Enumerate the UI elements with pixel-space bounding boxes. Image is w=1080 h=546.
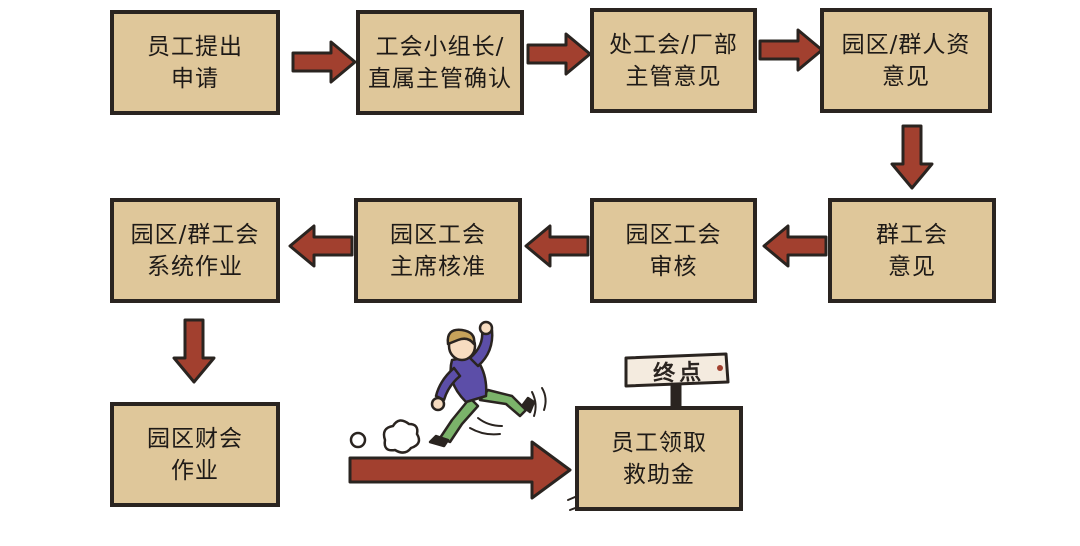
finish-sign-label: 终点 xyxy=(652,359,706,387)
step-label: 处工会/厂部 主管意见 xyxy=(609,31,738,90)
step-label: 员工领取 救助金 xyxy=(611,429,707,488)
step-label: 员工提出 申请 xyxy=(147,33,243,92)
step-group-union-opinion: 群工会 意见 xyxy=(828,198,996,303)
step-supervisor-confirm: 工会小组长/ 直属主管确认 xyxy=(356,10,524,115)
step-system-operation: 园区/群工会 系统作业 xyxy=(110,198,280,303)
step-label: 工会小组长/ 直属主管确认 xyxy=(368,33,512,92)
step-label: 园区/群人资 意见 xyxy=(841,31,971,90)
step-hr-opinion: 园区/群人资 意见 xyxy=(820,8,992,113)
step-finance-operation: 园区财会 作业 xyxy=(110,402,280,507)
arrow-final xyxy=(348,440,572,500)
running-person-icon xyxy=(428,320,536,448)
step-park-union-review: 园区工会 审核 xyxy=(590,198,757,303)
arrow-right-3 xyxy=(758,28,824,72)
arrow-right-1 xyxy=(291,40,357,84)
step-employee-apply: 员工提出 申请 xyxy=(110,10,280,115)
step-label: 群工会 意见 xyxy=(876,221,948,280)
step-label: 园区工会 审核 xyxy=(625,221,722,280)
arrow-left-3 xyxy=(288,224,354,268)
dust-cloud-icon xyxy=(349,419,421,454)
step-label: 园区/群工会 系统作业 xyxy=(130,221,260,280)
arrow-left-2 xyxy=(524,224,590,268)
arrow-right-2 xyxy=(526,32,592,76)
arrow-down-2 xyxy=(172,318,216,384)
step-chairman-approve: 园区工会 主席核准 xyxy=(354,198,522,303)
arrow-left-1 xyxy=(762,224,828,268)
step-label: 园区财会 作业 xyxy=(147,425,243,484)
arrow-down-1 xyxy=(890,124,934,190)
step-label: 园区工会 主席核准 xyxy=(390,221,486,280)
step-department-opinion: 处工会/厂部 主管意见 xyxy=(590,8,757,113)
step-receive-funds: 员工领取 救助金 xyxy=(575,406,743,511)
